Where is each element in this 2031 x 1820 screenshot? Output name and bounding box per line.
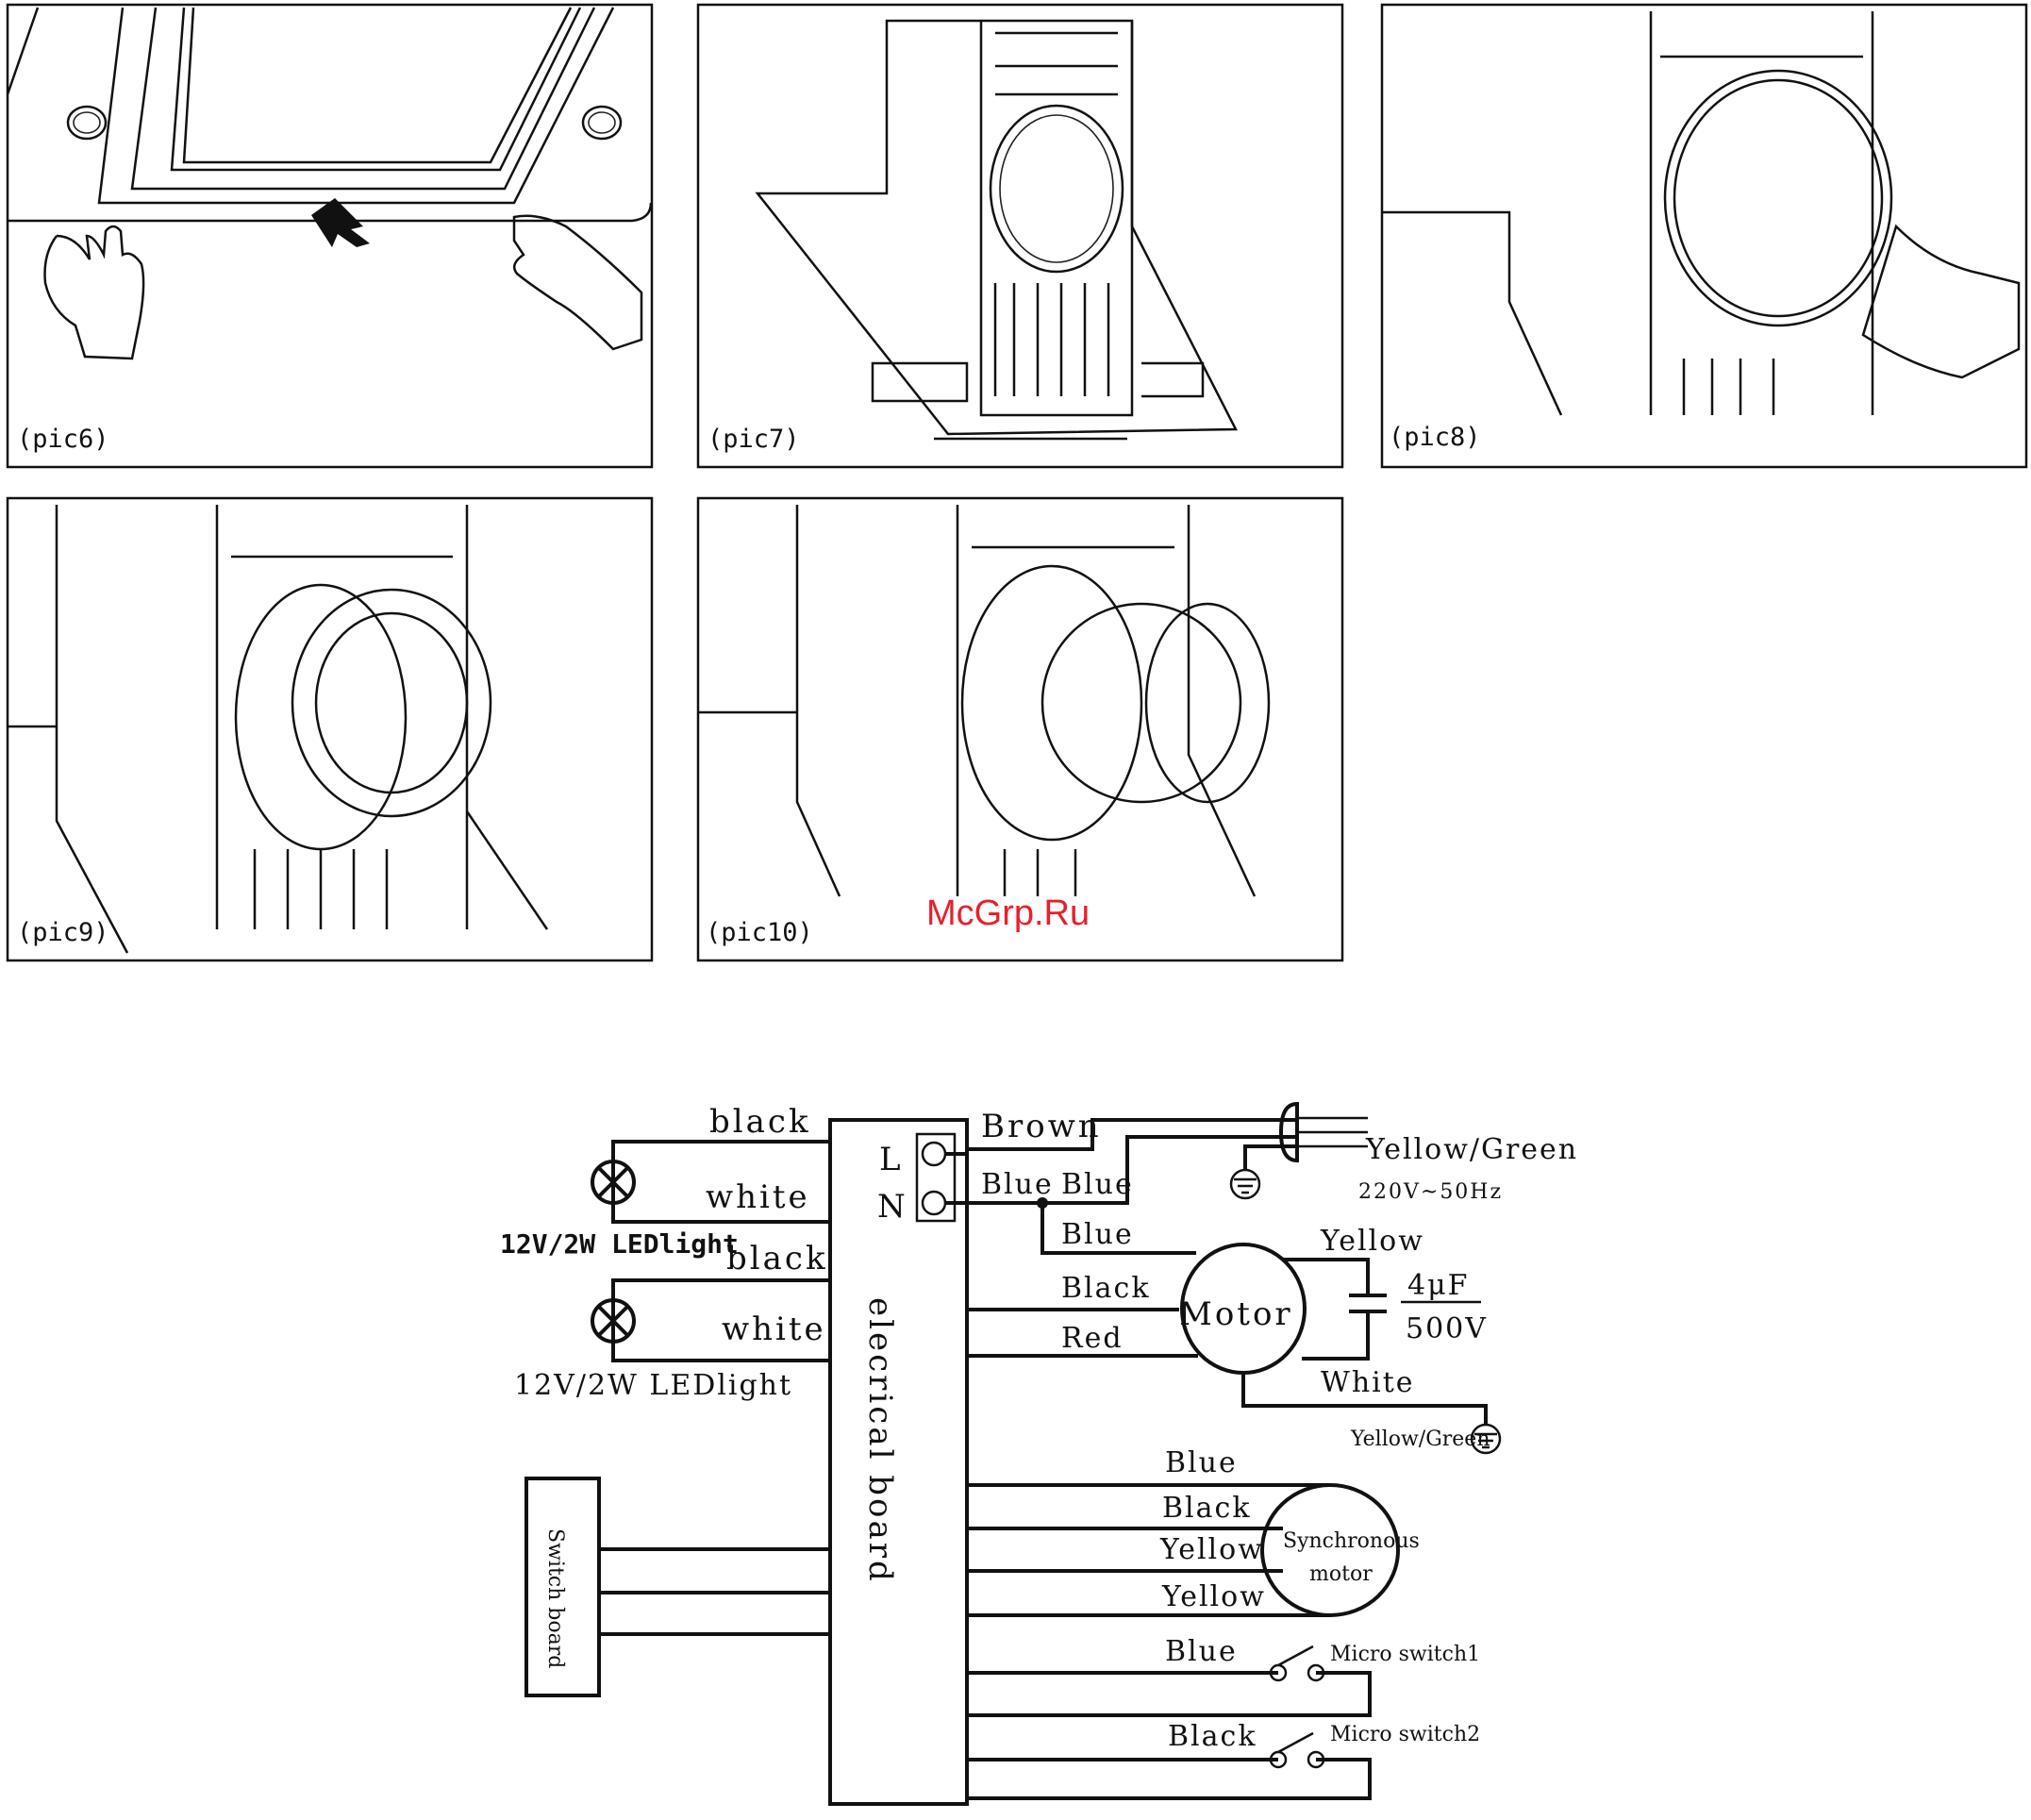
pic8-hood-illustration — [1382, 11, 2021, 416]
pic9-label: (pic9) — [17, 918, 109, 947]
motor-yellow-label: Yellow — [1320, 1225, 1424, 1258]
led-light-2: black white 12V/2W LEDlight — [514, 1240, 830, 1402]
sync-wire-3-label: Yellow — [1159, 1533, 1264, 1566]
switch-contact-icon — [1307, 1663, 1325, 1682]
terminal-l-label: L — [879, 1141, 904, 1178]
watermark: McGrp.Ru — [926, 893, 1090, 933]
pic9-frame — [6, 496, 654, 962]
switch-contact-icon — [1307, 1750, 1325, 1769]
brown-wire-label: Brown — [981, 1108, 1102, 1145]
pic10-hood-illustration — [698, 505, 1271, 897]
motor-red-label: Red — [1061, 1322, 1124, 1355]
led1-bottom-wire-label: white — [706, 1178, 810, 1216]
capacitor-voltage-label: 500V — [1406, 1312, 1488, 1345]
pic7-hood-illustration — [755, 19, 1239, 441]
pic10-label: (pic10) — [706, 918, 813, 947]
motor-blue-label: Blue — [1061, 1218, 1134, 1251]
pic9-panel: (pic9) — [6, 496, 654, 962]
synchronous-motor: Synchronous motor Blue Black Yellow Yell… — [967, 1446, 1420, 1617]
micro2-label: Micro switch2 — [1330, 1723, 1480, 1746]
ground-icon — [1229, 1168, 1261, 1200]
led2-top-wire-label: black — [726, 1240, 828, 1277]
terminal-n-label: N — [877, 1188, 908, 1226]
capacitor-value-label: 4μF — [1407, 1269, 1469, 1302]
pic8-label: (pic8) — [1389, 423, 1481, 452]
pic7-frame — [696, 3, 1344, 469]
power-supply: Brown Blue Blue Yellow/Green 220V~50Hz — [945, 1101, 1578, 1205]
motor-black-label: Black — [1061, 1272, 1151, 1305]
arrow-icon — [311, 198, 370, 247]
terminal-l-icon — [921, 1141, 947, 1167]
pic9-hood-illustration — [8, 505, 549, 954]
sync-motor-label-line2: motor — [1309, 1562, 1373, 1586]
lamp-icon — [591, 1160, 636, 1205]
electrical-board-label: elecrical board — [861, 1297, 899, 1584]
sync-motor-label-line1: Synchronous — [1283, 1529, 1420, 1553]
pic6-label: (pic6) — [17, 425, 109, 454]
led2-rating-label: 12V/2W LEDlight — [514, 1369, 792, 1402]
motor-label: Motor — [1179, 1295, 1293, 1333]
switch-board-box — [524, 1477, 601, 1697]
led-light-1: black white 12V/2W LEDlight — [500, 1103, 830, 1260]
pic10-frame — [696, 496, 1344, 962]
terminal-n-icon — [921, 1190, 947, 1216]
motor-white-label: White — [1321, 1366, 1415, 1399]
supply-voltage-label: 220V~50Hz — [1358, 1180, 1503, 1204]
switch-board: Switch board — [524, 1477, 830, 1697]
motor: Motor Blue Black Red Yellow White Yellow… — [967, 1197, 1502, 1455]
pic8-panel: (pic8) — [1380, 3, 2028, 469]
lamp-icon — [591, 1298, 636, 1344]
led1-top-wire-label: black — [709, 1103, 811, 1141]
switch-board-label: Switch board — [543, 1528, 567, 1668]
pic7-panel: (pic7) — [696, 3, 1344, 469]
led2-bottom-wire-label: white — [722, 1311, 826, 1348]
micro-switch-1: Blue Micro switch1 — [967, 1635, 1480, 1717]
terminal-block — [915, 1132, 957, 1223]
blue-plug-wire-label: Blue — [1061, 1168, 1134, 1201]
micro1-wire-label: Blue — [1165, 1635, 1238, 1668]
electrical-board — [828, 1118, 969, 1806]
motor-earth-label: Yellow/Green — [1350, 1428, 1490, 1451]
blue-n-wire-label: Blue — [981, 1168, 1054, 1201]
pic10-panel: (pic10) McGrp.Ru — [696, 496, 1344, 962]
wiring-diagram: elecrical board L N black white 12V/2W L… — [500, 1101, 1578, 1806]
micro-switch-2: Black Micro switch2 — [967, 1720, 1480, 1800]
sync-wire-4-label: Yellow — [1161, 1580, 1266, 1613]
pic8-frame — [1380, 3, 2028, 469]
sync-wire-1-label: Blue — [1165, 1446, 1238, 1479]
pic7-label: (pic7) — [708, 425, 800, 454]
earth-wire-label: Yellow/Green — [1365, 1133, 1578, 1166]
micro2-wire-label: Black — [1168, 1720, 1257, 1753]
led1-rating-label: 12V/2W LEDlight — [500, 1228, 739, 1260]
pic6-hood-illustration — [6, 7, 653, 360]
sync-wire-2-label: Black — [1162, 1492, 1252, 1525]
ground-icon — [1470, 1423, 1502, 1455]
pic6-panel: (pic6) — [6, 3, 654, 469]
sync-motor-icon — [1260, 1483, 1400, 1617]
micro1-label: Micro switch1 — [1330, 1643, 1480, 1666]
